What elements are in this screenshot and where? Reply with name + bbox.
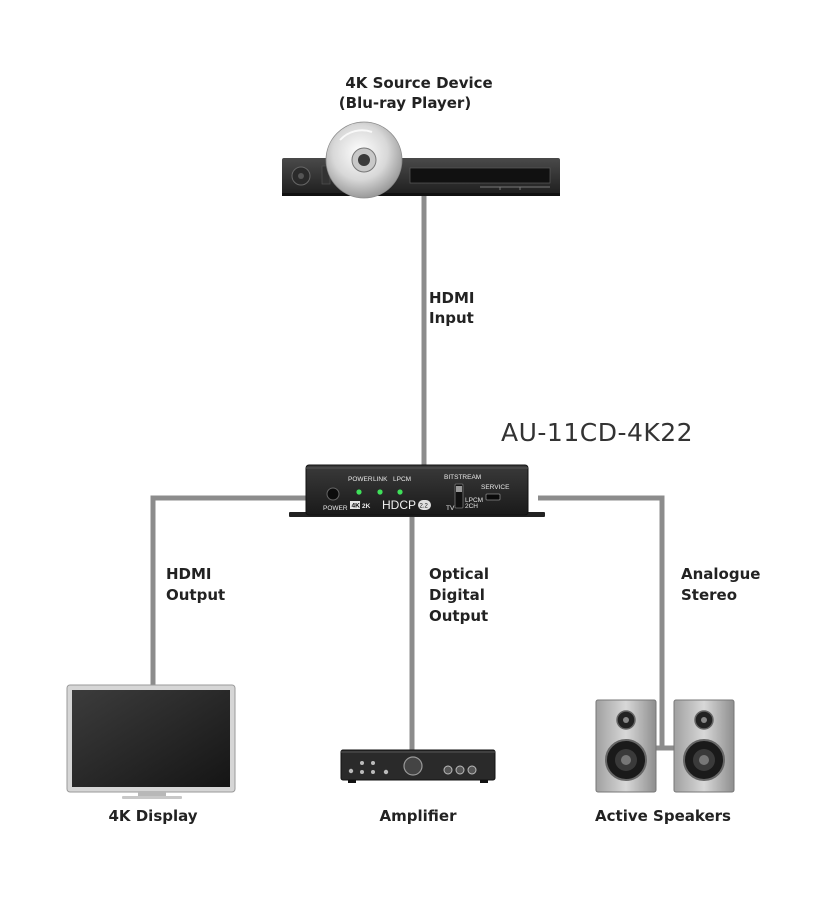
- display-label: 4K Display: [108, 807, 197, 825]
- converter-device: POWER LINK LPCM POWER 4K 2K HDCP 2.2 BIT…: [289, 464, 545, 517]
- speaker-left-icon: [595, 699, 657, 793]
- link-led-label: LINK: [373, 476, 388, 483]
- source-title: 4K Source Device: [345, 74, 492, 92]
- player-display-window: [409, 167, 551, 184]
- hdmi-input-label-1: HDMI: [429, 289, 475, 307]
- speakers-label: Active Speakers: [595, 807, 731, 825]
- lpcm-led-label: LPCM: [393, 476, 411, 483]
- hdmi-output-label-2: Output: [166, 586, 225, 604]
- speaker-right-icon: [673, 699, 735, 793]
- model-name: AU-11CD-4K22: [501, 418, 693, 447]
- amplifier-label: Amplifier: [380, 807, 458, 825]
- power-button-label: POWER: [323, 505, 348, 512]
- power-button[interactable]: [326, 487, 340, 501]
- amplifier-icon: [340, 749, 496, 783]
- link-led-icon: [377, 489, 383, 495]
- bitstream-label: BITSTREAM: [444, 474, 481, 481]
- optical-label-2: Digital: [429, 586, 485, 604]
- power-led-icon: [356, 489, 362, 495]
- hdcp-logo: HDCP: [382, 498, 416, 512]
- 4k-badge: 4K: [352, 503, 361, 510]
- switch-tv-label: TV: [446, 505, 455, 512]
- 2k-badge: 2K: [362, 503, 371, 510]
- switch-lpcm-label: LPCM: [465, 497, 483, 504]
- service-label: SERVICE: [481, 484, 510, 491]
- optical-label-3: Output: [429, 607, 488, 625]
- hdmi-output-label-1: HDMI: [166, 565, 212, 583]
- lpcm-led-icon: [397, 489, 403, 495]
- bluray-player: [282, 121, 560, 199]
- service-port[interactable]: [485, 493, 501, 501]
- analogue-label-2: Stereo: [681, 586, 737, 604]
- optical-label-1: Optical: [429, 565, 489, 583]
- hdmi-output-cable: [150, 495, 308, 686]
- analogue-label-1: Analogue: [681, 565, 760, 583]
- hdcp-version: 2.2: [420, 504, 429, 510]
- hdmi-input-label-2: Input: [429, 309, 474, 327]
- switch-2ch-label: 2CH: [465, 503, 478, 510]
- source-subtitle: (Blu-ray Player): [339, 94, 471, 112]
- 4k-display-icon: [66, 684, 236, 799]
- power-led-label: POWER: [348, 476, 373, 483]
- bluray-disc-icon: [325, 121, 403, 199]
